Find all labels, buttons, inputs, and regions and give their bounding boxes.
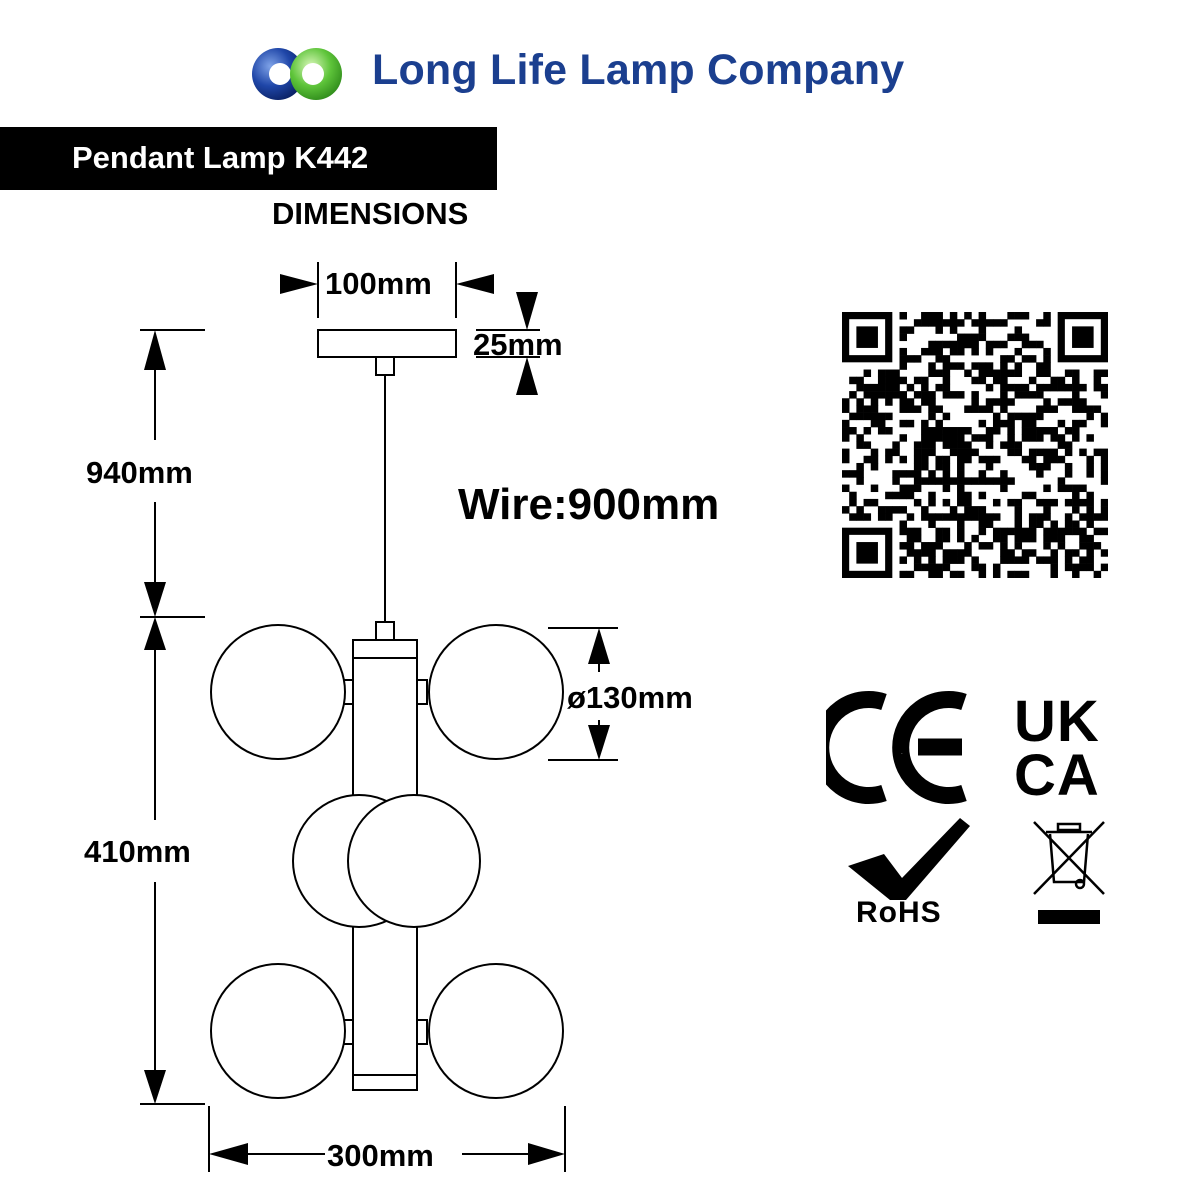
arrowhead <box>528 1143 565 1165</box>
arrowhead <box>144 330 166 370</box>
overall-width-label: 300mm <box>327 1138 434 1173</box>
ukca-mark: UK CA <box>1014 689 1124 808</box>
globe <box>428 963 564 1099</box>
rohs-label: RoHS <box>856 896 942 929</box>
globe-holder <box>416 679 428 705</box>
ceiling-canopy <box>317 329 457 358</box>
globe-holder <box>416 1019 428 1045</box>
globe-diameter-label: ø130mm <box>567 680 693 715</box>
globe <box>210 963 346 1099</box>
canopy-stem <box>375 356 395 376</box>
svg-text:CE: CE <box>901 753 903 755</box>
canopy-height-label: 25mm <box>473 327 563 362</box>
ce-mark-icon: CE <box>826 691 967 804</box>
arrowhead <box>144 582 166 617</box>
drop-length-label: 940mm <box>86 455 193 490</box>
globe <box>428 624 564 760</box>
ukca-line-2: CA <box>1014 743 1100 808</box>
globe <box>210 624 346 760</box>
globe <box>347 794 481 928</box>
wire-length-label: Wire:900mm <box>458 480 720 529</box>
company-name: Long Life Lamp Company <box>372 46 905 94</box>
arrowhead <box>144 617 166 650</box>
ukca-line-1: UK <box>1014 689 1100 754</box>
title-bar: Pendant Lamp K442 <box>0 127 497 190</box>
brand-logo-icon <box>252 48 342 100</box>
section-heading: DIMENSIONS <box>272 196 469 231</box>
arrowhead <box>209 1143 248 1165</box>
body-height-label: 410mm <box>84 834 191 869</box>
arrowhead <box>144 1070 166 1104</box>
rohs-check-icon <box>848 818 970 900</box>
arrowhead <box>588 725 610 760</box>
crossed-out-wheelie-bin-icon <box>1033 821 1105 924</box>
arrowhead <box>516 357 538 395</box>
arrowhead <box>588 628 610 664</box>
arrowhead <box>516 292 538 330</box>
qr-code-icon <box>842 312 1108 578</box>
canopy-width-label: 100mm <box>325 266 432 301</box>
arrowhead <box>456 274 494 294</box>
body-connector <box>375 621 395 641</box>
arrowhead <box>280 274 318 294</box>
product-name: Pendant Lamp K442 <box>72 140 369 175</box>
